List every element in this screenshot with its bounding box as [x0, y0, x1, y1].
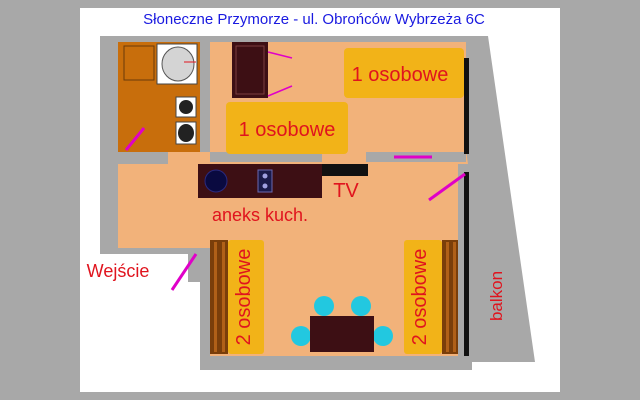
top-outer-wall — [0, 0, 640, 8]
toilet-bowl-icon — [178, 124, 194, 142]
kitchen-label: aneks kuch. — [212, 205, 308, 225]
chair-top-right — [351, 296, 371, 316]
tv-label: TV — [333, 180, 359, 202]
bed-left-frame-stripe — [214, 242, 217, 352]
wardrobe — [232, 42, 268, 98]
wardrobe-panel — [235, 45, 265, 95]
bed-left-frame-stripe-2 — [222, 242, 225, 352]
burner-icon-2 — [262, 183, 268, 189]
partition-wall-left — [210, 152, 322, 162]
bed-top-right — [344, 48, 464, 98]
tv-unit — [322, 164, 368, 176]
entrance-label: Wejście — [87, 261, 150, 281]
bottom-outer-wall — [0, 392, 640, 400]
chair-top-left — [314, 296, 334, 316]
window-top — [464, 58, 469, 154]
balcony-window — [464, 172, 469, 356]
bed-bottom-left — [228, 240, 264, 354]
bed-top-right-label: 1 osobowe — [352, 64, 449, 86]
sink-round-icon — [204, 169, 228, 193]
chair-left — [291, 326, 311, 346]
cooktop-icon — [257, 169, 273, 193]
bed-bottom-left-label: 2 osobowe — [233, 249, 255, 346]
chair-right — [373, 326, 393, 346]
sink-icon — [161, 46, 195, 82]
left-outer-wall — [0, 0, 80, 400]
bed-right-frame-stripe-2 — [453, 242, 456, 352]
bathroom-door-icon[interactable] — [124, 127, 146, 151]
wardrobe-door-icon-2[interactable] — [267, 85, 293, 97]
balcony-label: balkon — [487, 271, 506, 321]
burner-icon — [262, 173, 268, 179]
dining-table — [310, 316, 374, 352]
right-outer-wall — [560, 0, 640, 400]
wardrobe-door-icon[interactable] — [267, 51, 293, 59]
plan-title: Słoneczne Przymorze - ul. Obrońców Wybrz… — [143, 11, 485, 28]
balcony-door-icon[interactable] — [428, 172, 466, 202]
bed-middle — [226, 102, 348, 154]
bed-bottom-right — [404, 240, 442, 354]
bed-right-frame-stripe — [446, 242, 449, 352]
bed-left-frame — [210, 240, 228, 354]
entrance-door-icon[interactable] — [170, 253, 198, 291]
bathroom-wall — [200, 42, 210, 152]
shower-tray — [123, 45, 155, 81]
bed-bottom-right-label: 2 osobowe — [409, 249, 431, 346]
bidet-bowl-icon — [179, 100, 193, 114]
bed-middle-label: 1 osobowe — [239, 119, 336, 141]
